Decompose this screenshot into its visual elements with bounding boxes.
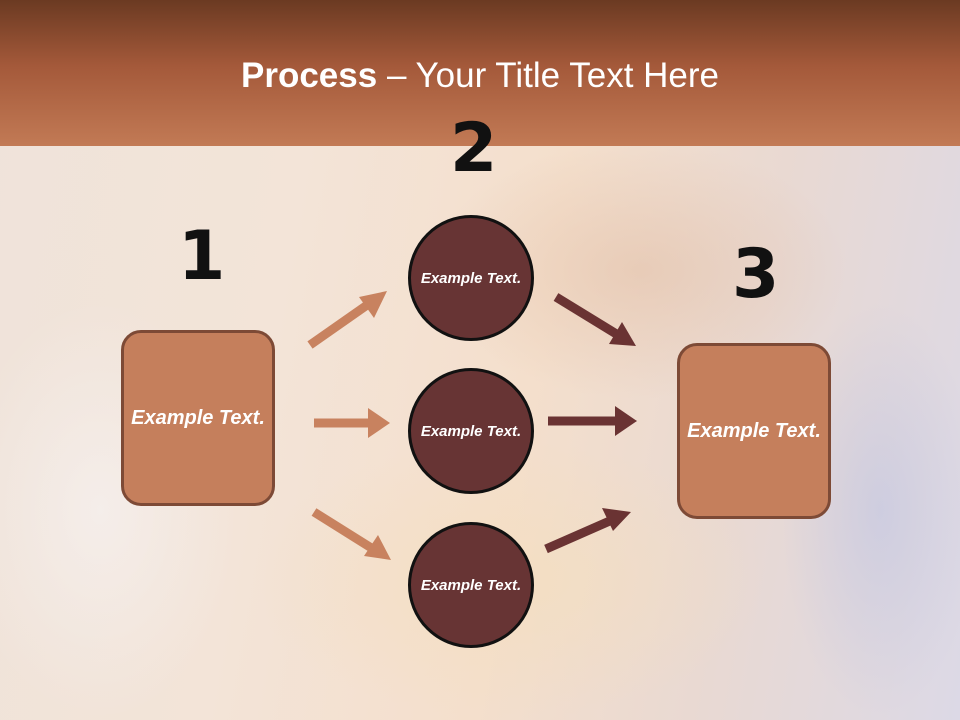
slide-title-rest: – Your Title Text Here	[377, 56, 719, 95]
arrow-1-to-top	[307, 291, 387, 349]
step-1-box[interactable]: Example Text.	[121, 330, 275, 506]
arrow-center-to-3	[548, 406, 637, 436]
middle-node-bottom-label: Example Text.	[420, 576, 522, 594]
step-number-2: 2	[450, 109, 498, 188]
arrow-1-to-center	[314, 408, 390, 438]
slide-title[interactable]: Process – Your Title Text Here	[0, 54, 960, 98]
step-number-1: 1	[178, 217, 226, 296]
middle-node-top[interactable]: Example Text.	[408, 215, 534, 341]
middle-node-center[interactable]: Example Text.	[408, 368, 534, 494]
step-number-3: 3	[732, 235, 780, 314]
step-1-label: Example Text.	[131, 406, 265, 429]
step-3-box[interactable]: Example Text.	[677, 343, 831, 519]
arrow-1-to-bottom	[311, 508, 391, 560]
middle-node-bottom[interactable]: Example Text.	[408, 522, 534, 648]
middle-node-center-label: Example Text.	[420, 422, 522, 440]
step-3-label: Example Text.	[687, 419, 821, 442]
arrow-bottom-to-3	[544, 508, 631, 554]
title-bar: Process – Your Title Text Here	[0, 0, 960, 146]
slide-title-bold: Process	[241, 56, 378, 95]
arrow-top-to-3	[553, 293, 636, 346]
middle-node-top-label: Example Text.	[420, 269, 522, 287]
